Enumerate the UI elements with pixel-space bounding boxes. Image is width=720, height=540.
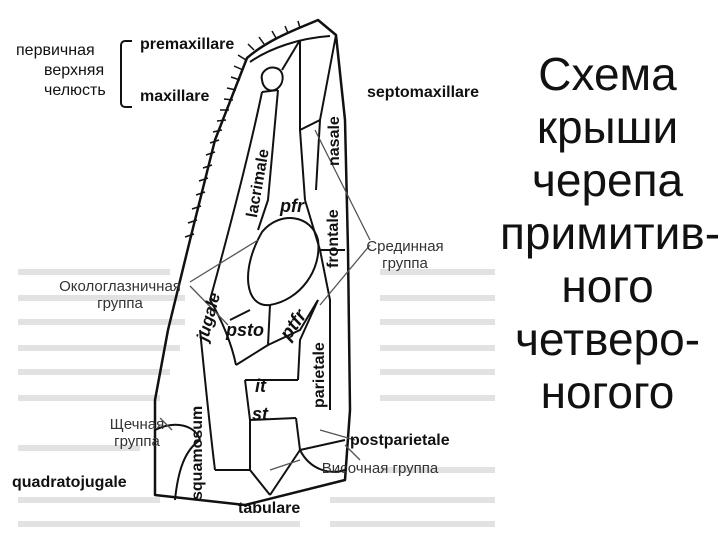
title-line-1: Схема xyxy=(538,48,677,100)
page-title: Схема крыши черепа примитив- ного четвер… xyxy=(500,48,720,419)
title-line-7: ногого xyxy=(540,366,675,418)
title-line-4: примитив- xyxy=(500,207,720,259)
label-it: it xyxy=(255,376,266,396)
group-orbital: Окологлазничная группа xyxy=(50,278,190,312)
group-median-line-2: группа xyxy=(382,255,428,272)
primary-jaw-line-3: челюсть xyxy=(44,82,106,99)
label-maxillare: maxillare xyxy=(140,88,210,105)
title-line-6: четверо- xyxy=(514,313,701,365)
title-line-2: крыши xyxy=(536,101,679,153)
group-cheek-line-2: группа xyxy=(114,433,160,450)
label-premaxillare: premaxillare xyxy=(140,36,235,53)
pointer-lines xyxy=(159,129,371,471)
label-postparietale: postparietale xyxy=(350,432,450,449)
primary-jaw-bracket xyxy=(120,40,132,108)
label-squamosum: squamosum xyxy=(189,405,206,500)
label-st: st xyxy=(252,404,269,424)
group-cheek-line-1: Щечная xyxy=(109,416,165,433)
group-cheek: Щечная группа xyxy=(102,416,172,450)
tooth-row xyxy=(184,20,301,238)
label-tabulare: tabulare xyxy=(238,500,301,517)
group-median: Срединная группа xyxy=(360,238,450,272)
title-line-5: ного xyxy=(561,260,654,312)
group-orbital-line-2: группа xyxy=(97,295,143,312)
label-nasale: nasale xyxy=(326,116,343,166)
background-text-lines xyxy=(18,269,495,527)
group-median-line-1: Срединная xyxy=(366,238,444,255)
label-quadratojugale: quadratojugale xyxy=(12,474,127,491)
label-parietale: parietale xyxy=(311,342,328,408)
primary-jaw-line-1: первичная xyxy=(16,42,95,59)
bone-sutures xyxy=(154,34,346,501)
skull-outline xyxy=(153,18,352,507)
label-pfr: pfr xyxy=(280,196,304,216)
primary-jaw-line-2: верхняя xyxy=(44,62,105,79)
group-temporal: Височная группа xyxy=(321,460,439,477)
group-orbital-line-1: Окологлазничная xyxy=(59,278,181,295)
label-septomaxillare: septomaxillare xyxy=(367,84,480,101)
label-frontale: frontale xyxy=(325,209,342,268)
label-psto: psto xyxy=(226,320,264,340)
title-line-3: черепа xyxy=(531,154,684,206)
